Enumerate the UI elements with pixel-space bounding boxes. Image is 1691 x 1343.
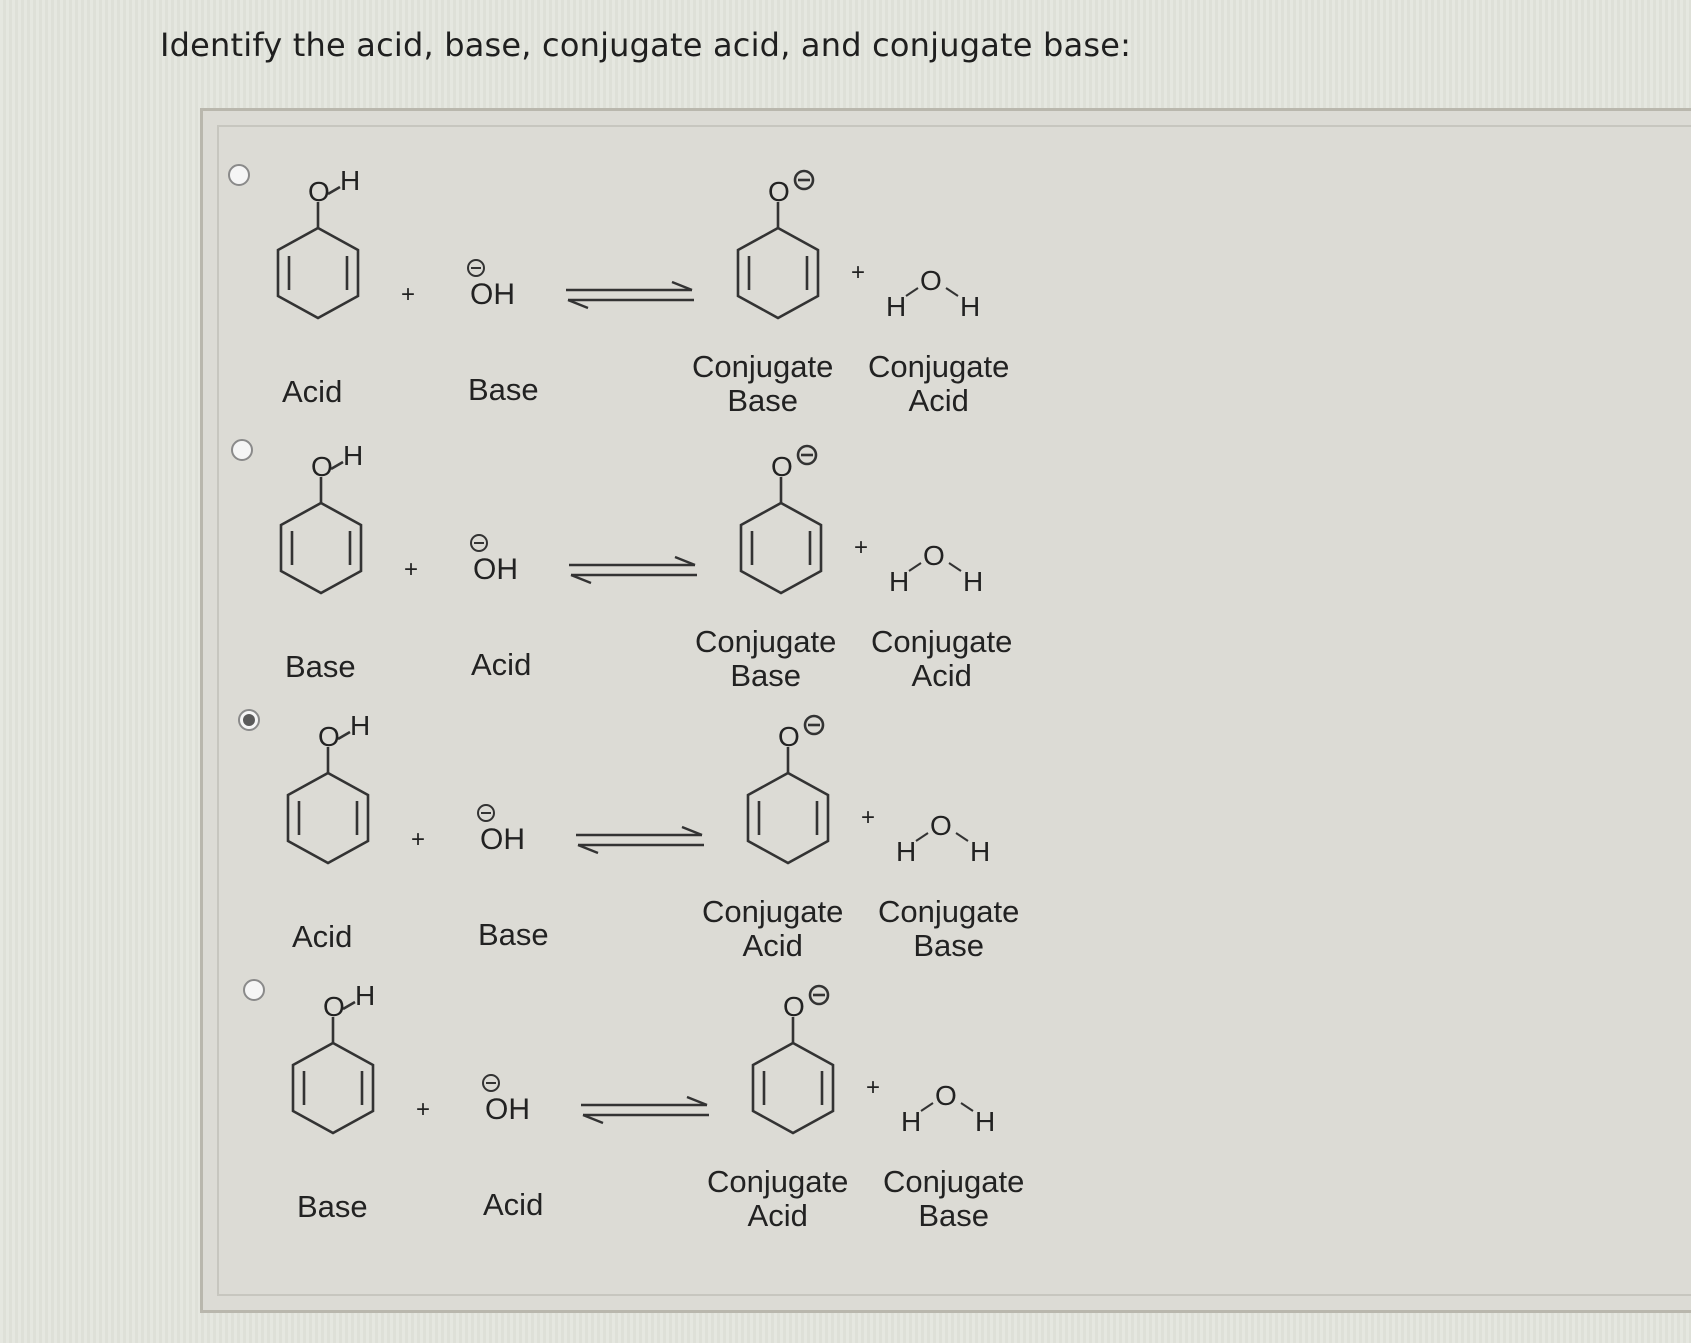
hydroxide-label: OH [470, 278, 515, 311]
oxygen-atom-label: O [771, 451, 793, 482]
plus-sign: + [854, 534, 868, 561]
hydroxide-label: OH [473, 553, 518, 586]
hydroxide-label: OH [485, 1093, 530, 1126]
answer-option-3[interactable]: O H + OH [0, 695, 1100, 975]
hydrogen-atom-label: H [963, 566, 983, 597]
svg-text:+: + [404, 556, 418, 583]
oxygen-atom-label: O [783, 991, 805, 1022]
reactant2-role-label: Acid [471, 647, 532, 682]
reactant1-role-label: Base [285, 649, 356, 684]
hydrogen-atom-label: H [896, 836, 916, 867]
phenoxide-structure: O [751, 984, 835, 1135]
oxygen-atom-label: O [935, 1080, 957, 1111]
water-structure: O H H [901, 1080, 995, 1137]
oxygen-atom-label: O [930, 810, 952, 841]
plus-sign: + [401, 281, 415, 308]
reactant2-role-label: Acid [483, 1187, 544, 1222]
question-text: Identify the acid, base, conjugate acid,… [160, 26, 1132, 64]
svg-text:+: + [416, 1096, 430, 1123]
svg-text:+: + [851, 259, 865, 286]
option-radio[interactable] [231, 439, 253, 461]
svg-text:+: + [854, 534, 868, 561]
oxygen-atom-label: O [308, 176, 330, 207]
equilibrium-arrows [569, 555, 697, 585]
water-structure: O H H [889, 540, 983, 597]
equilibrium-arrows [581, 1095, 709, 1125]
hydrogen-atom-label: H [975, 1106, 995, 1137]
hydrogen-atom-label: H [340, 165, 360, 196]
oxygen-atom-label: O [323, 991, 345, 1022]
phenoxide-structure: O [746, 714, 830, 865]
phenol-structure: O H [279, 440, 363, 595]
oxygen-atom-label: O [768, 176, 790, 207]
svg-text:+: + [411, 826, 425, 853]
equilibrium-arrows [566, 280, 694, 310]
water-structure: O H H [886, 265, 980, 322]
plus-sign: + [861, 804, 875, 831]
phenoxide-structure: O [736, 169, 820, 320]
answer-option-1[interactable]: O H + OH [0, 150, 1100, 430]
water-structure: O H H [896, 810, 990, 867]
phenoxide-structure: O [739, 444, 823, 595]
reactant1-role-label: Base [297, 1189, 368, 1224]
hydroxide-structure: OH [482, 1074, 530, 1126]
hydrogen-atom-label: H [901, 1106, 921, 1137]
plus-sign: + [411, 826, 425, 853]
answer-option-2[interactable]: O H + OH [0, 425, 1100, 705]
phenol-structure: O H [291, 980, 375, 1135]
option-radio-selected[interactable] [238, 709, 260, 731]
oxygen-atom-label: O [920, 265, 942, 296]
answer-option-4[interactable]: O H + OH [0, 965, 1100, 1245]
hydrogen-atom-label: H [350, 710, 370, 741]
phenol-structure: O H [286, 710, 370, 865]
svg-text:+: + [866, 1074, 880, 1101]
hydrogen-atom-label: H [960, 291, 980, 322]
hydrogen-atom-label: H [970, 836, 990, 867]
reactant1-role-label: Acid [292, 919, 353, 954]
plus-sign: + [851, 259, 865, 286]
oxygen-atom-label: O [318, 721, 340, 752]
answer-options-border [217, 125, 1691, 1296]
answer-options-panel [200, 108, 1691, 1313]
hydrogen-atom-label: H [886, 291, 906, 322]
reactant1-role-label: Acid [282, 374, 343, 409]
hydroxide-structure: OH [470, 534, 518, 586]
svg-text:+: + [401, 281, 415, 308]
plus-sign: + [866, 1074, 880, 1101]
oxygen-atom-label: O [311, 451, 333, 482]
phenol-structure: O H [276, 165, 360, 320]
hydrogen-atom-label: H [355, 980, 375, 1011]
plus-sign: + [416, 1096, 430, 1123]
reactant2-role-label: Base [478, 917, 549, 952]
oxygen-atom-label: O [778, 721, 800, 752]
reactant2-role-label: Base [468, 372, 539, 407]
plus-sign: + [404, 556, 418, 583]
hydroxide-label: OH [480, 823, 525, 856]
oxygen-atom-label: O [923, 540, 945, 571]
hydrogen-atom-label: H [343, 440, 363, 471]
hydroxide-structure: OH [467, 259, 515, 311]
equilibrium-arrows [576, 825, 704, 855]
hydrogen-atom-label: H [889, 566, 909, 597]
hydroxide-structure: OH [477, 804, 525, 856]
option-radio[interactable] [228, 164, 250, 186]
option-radio[interactable] [243, 979, 265, 1001]
svg-text:+: + [861, 804, 875, 831]
